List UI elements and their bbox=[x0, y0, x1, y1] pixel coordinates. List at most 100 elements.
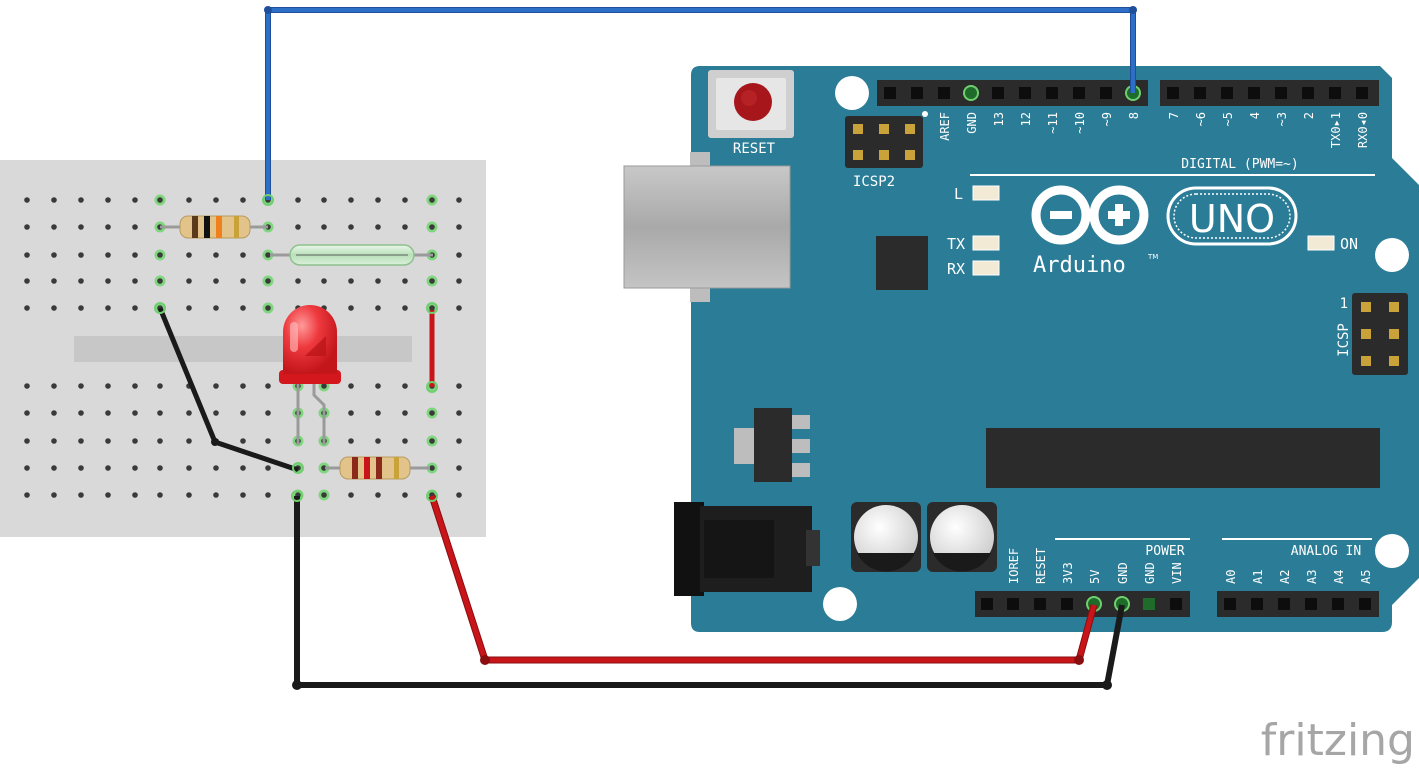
breadboard-hole bbox=[240, 465, 246, 471]
breadboard-hole bbox=[78, 492, 84, 498]
icsp2-header bbox=[845, 116, 923, 168]
breadboard-hole bbox=[265, 305, 271, 311]
analog-pin-label: A0 bbox=[1224, 570, 1238, 584]
wire-endpoints bbox=[154, 194, 438, 502]
breadboard-hole bbox=[456, 197, 462, 203]
bottom-header-pins bbox=[981, 596, 1371, 612]
header-pin bbox=[1224, 598, 1236, 610]
header-pin bbox=[938, 87, 950, 99]
header-pin bbox=[884, 87, 896, 99]
power-label: POWER bbox=[1145, 544, 1184, 559]
header-pin bbox=[1332, 598, 1344, 610]
breadboard-hole bbox=[265, 410, 271, 416]
header-pin bbox=[1329, 87, 1341, 99]
digital-pin-label: RX0◂0 bbox=[1356, 112, 1370, 148]
resistor-bottom[interactable] bbox=[325, 456, 430, 480]
breadboard-hole bbox=[51, 197, 57, 203]
header-pin bbox=[1302, 87, 1314, 99]
breadboard-hole bbox=[78, 278, 84, 284]
breadboard-hole bbox=[375, 224, 381, 230]
mounting-hole bbox=[1375, 534, 1409, 568]
power-pin-label: 3V3 bbox=[1061, 562, 1075, 584]
header-pin bbox=[1061, 598, 1073, 610]
digital-pin-label: 8 bbox=[1127, 112, 1141, 119]
header-pin bbox=[1194, 87, 1206, 99]
header-pin bbox=[1167, 87, 1179, 99]
breadboard-hole bbox=[321, 197, 327, 203]
breadboard-hole bbox=[24, 410, 30, 416]
breadboard-hole bbox=[24, 492, 30, 498]
breadboard-hole bbox=[375, 197, 381, 203]
power-pin-label: GND bbox=[1116, 562, 1130, 584]
digital-pin-label: 13 bbox=[992, 112, 1006, 126]
uno-model-text: UNO bbox=[1189, 197, 1275, 241]
breadboard-hole bbox=[186, 197, 192, 203]
breadboard-hole bbox=[240, 278, 246, 284]
icsp-header bbox=[1352, 293, 1408, 375]
breadboard-hole bbox=[132, 252, 138, 258]
breadboard-hole bbox=[429, 197, 435, 203]
wire-blue[interactable] bbox=[264, 6, 1137, 200]
analog-pin-label: A2 bbox=[1278, 570, 1292, 584]
header-pin bbox=[1251, 598, 1263, 610]
breadboard-hole bbox=[402, 224, 408, 230]
header-pin bbox=[981, 598, 993, 610]
breadboard-hole bbox=[348, 492, 354, 498]
wire-endpoint bbox=[426, 302, 438, 314]
breadboard-hole bbox=[456, 438, 462, 444]
capacitor bbox=[851, 502, 921, 572]
breadboard-hole bbox=[132, 197, 138, 203]
breadboard-hole bbox=[78, 252, 84, 258]
red-led[interactable] bbox=[279, 305, 341, 445]
breadboard-hole bbox=[456, 252, 462, 258]
icsp2-label: ICSP2 bbox=[853, 174, 895, 190]
breadboard-hole bbox=[402, 492, 408, 498]
breadboard-hole bbox=[51, 383, 57, 389]
icsp-pin bbox=[1361, 356, 1371, 366]
breadboard-hole bbox=[51, 252, 57, 258]
breadboard-hole bbox=[132, 492, 138, 498]
mounting-hole bbox=[835, 76, 869, 110]
breadboard-hole bbox=[186, 305, 192, 311]
header-pin bbox=[1019, 87, 1031, 99]
wire-red-5v[interactable] bbox=[428, 494, 1098, 665]
breadboard-hole bbox=[348, 224, 354, 230]
breadboard-hole bbox=[375, 438, 381, 444]
breadboard-hole bbox=[24, 224, 30, 230]
breadboard-hole bbox=[157, 252, 163, 258]
breadboard-hole bbox=[456, 492, 462, 498]
led-on bbox=[1307, 235, 1335, 251]
wire-black-gnd[interactable] bbox=[292, 496, 1125, 690]
digital-pin-label: ~6 bbox=[1194, 112, 1208, 126]
reed-switch[interactable] bbox=[270, 244, 433, 266]
resistor-top[interactable] bbox=[160, 215, 268, 239]
header-pin bbox=[1046, 87, 1058, 99]
analog-pin-label: A3 bbox=[1305, 570, 1319, 584]
breadboard-hole bbox=[105, 438, 111, 444]
power-pin-label: IOREF bbox=[1007, 548, 1021, 584]
power-pin-label: RESET bbox=[1034, 548, 1048, 584]
breadboard-hole bbox=[51, 278, 57, 284]
analog-pin-label: A5 bbox=[1359, 570, 1373, 584]
icsp-pin bbox=[1361, 329, 1371, 339]
icsp-pin bbox=[1389, 329, 1399, 339]
reset-button[interactable] bbox=[708, 70, 794, 138]
breadboard-hole bbox=[402, 305, 408, 311]
breadboard-hole bbox=[78, 383, 84, 389]
breadboard-hole bbox=[186, 410, 192, 416]
breadboard-hole bbox=[375, 383, 381, 389]
breadboard-hole bbox=[295, 224, 301, 230]
breadboard-hole bbox=[348, 410, 354, 416]
breadboard-hole bbox=[240, 197, 246, 203]
analog-header bbox=[1217, 591, 1379, 617]
breadboard-hole bbox=[105, 305, 111, 311]
icsp2-pin bbox=[905, 124, 915, 134]
breadboard-hole bbox=[51, 305, 57, 311]
digital-pin-label: TX0▸1 bbox=[1329, 112, 1343, 148]
breadboard-hole bbox=[456, 383, 462, 389]
wire-black-short[interactable] bbox=[157, 307, 299, 473]
breadboard-hole bbox=[24, 197, 30, 203]
digital-header-pins bbox=[884, 85, 1368, 101]
